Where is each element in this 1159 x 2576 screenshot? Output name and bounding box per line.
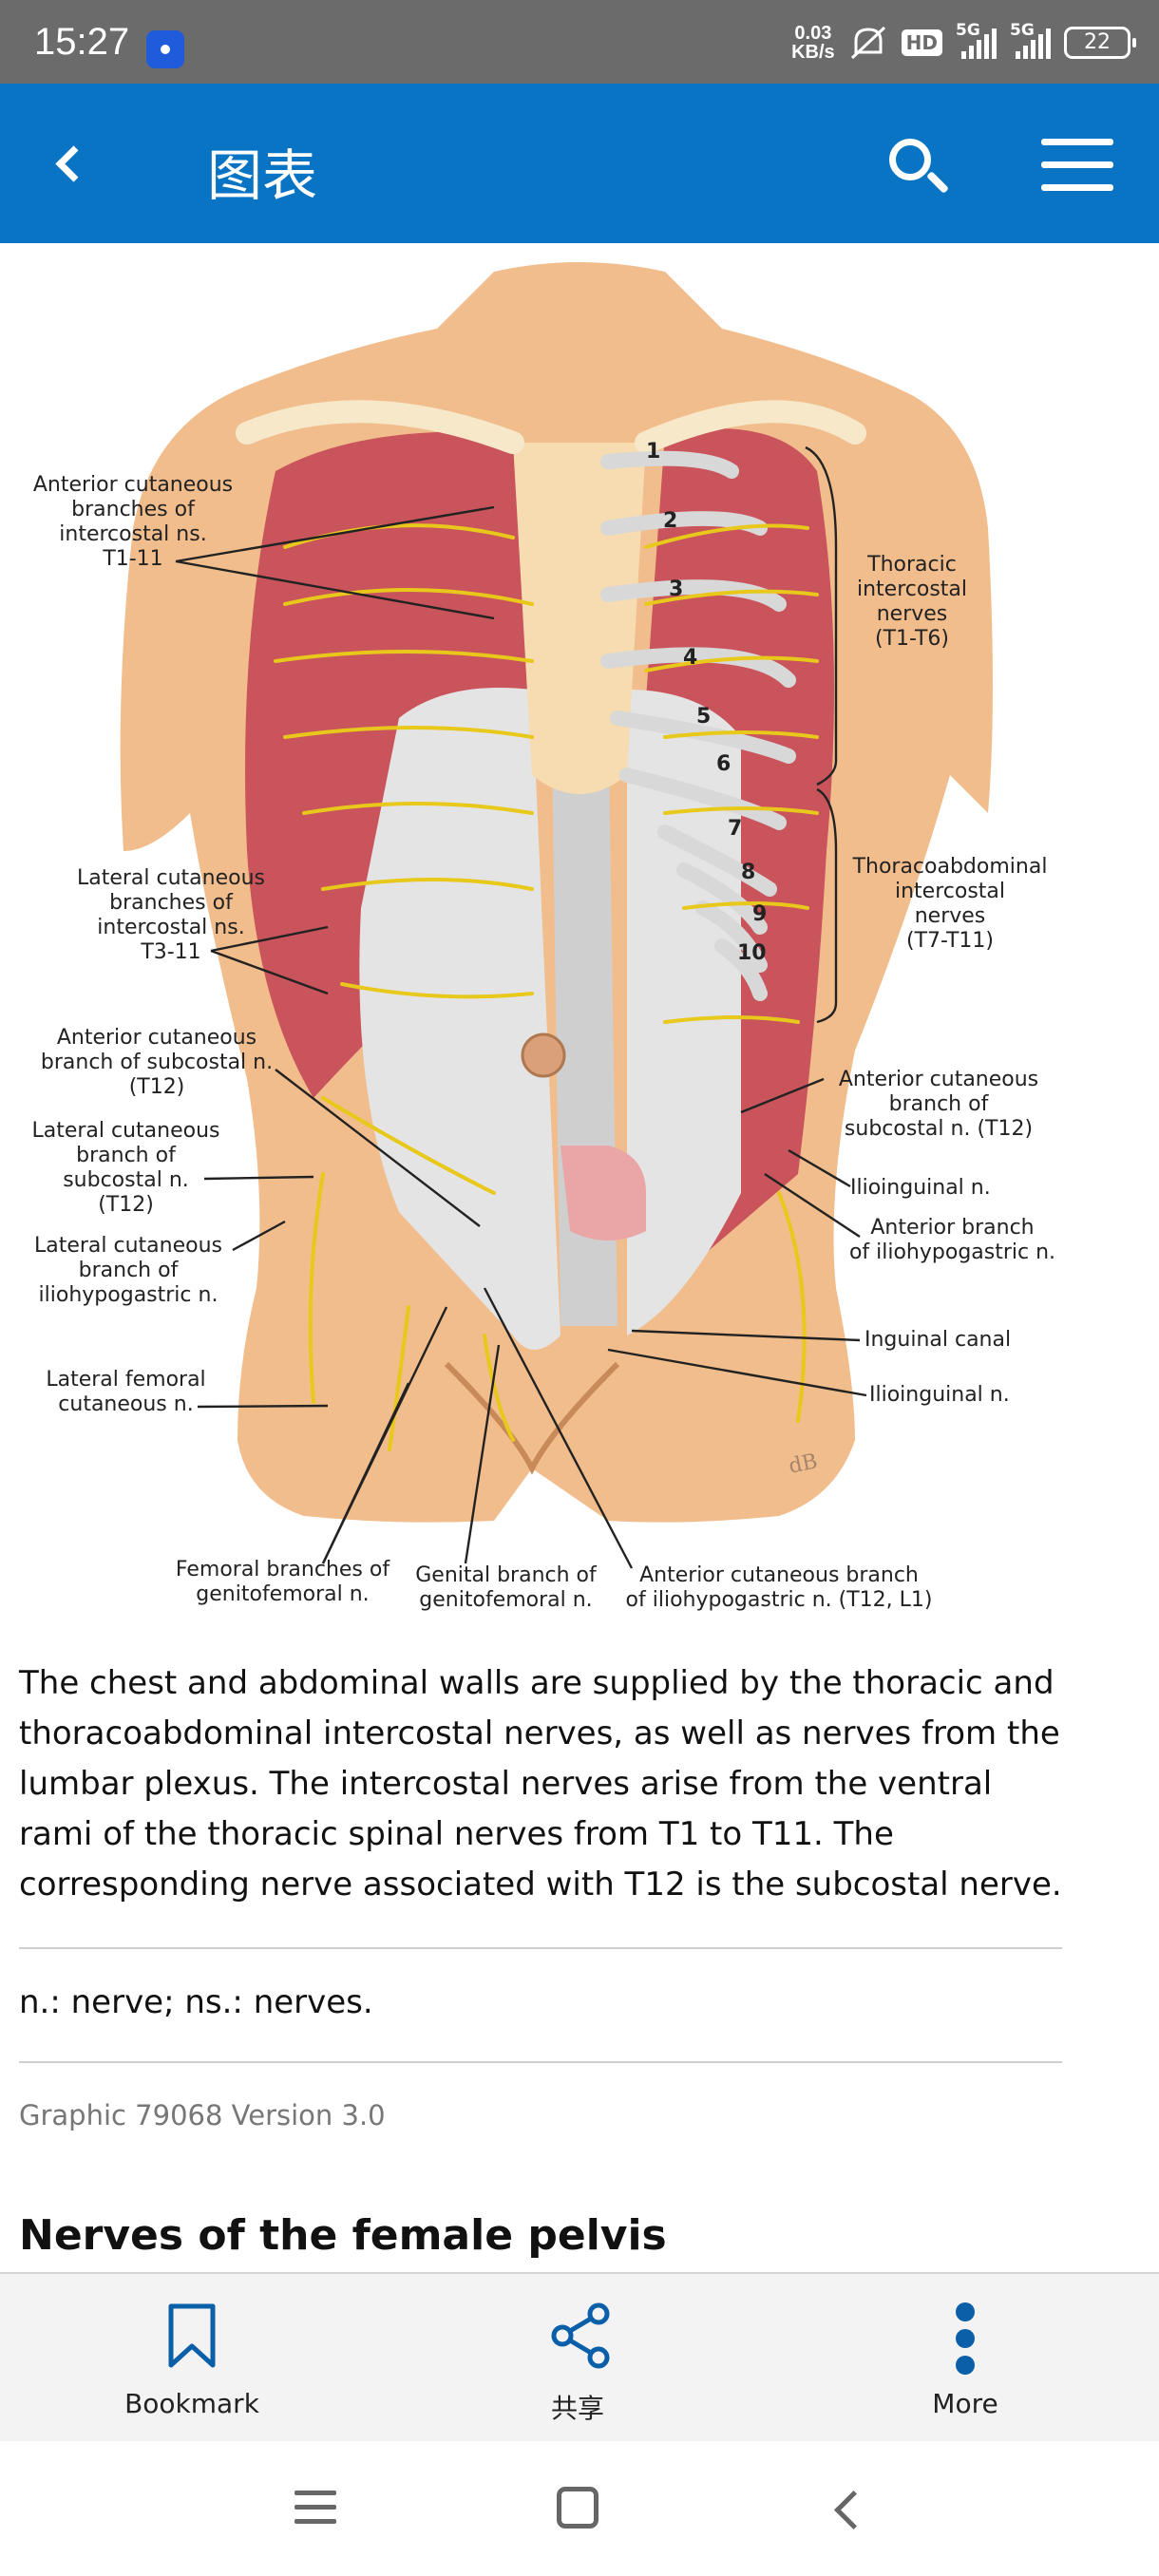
rib-number: 3 — [669, 578, 684, 601]
page-title: 图表 — [207, 143, 318, 208]
more-vertical-icon — [954, 2302, 977, 2375]
label-femoral-branches: Femoral branches of genitofemoral n. — [175, 1558, 390, 1606]
signal-label: 5G — [1010, 21, 1035, 40]
rib-number: 8 — [741, 861, 756, 884]
label-lateral-cutaneous-subcostal: Lateral cutaneous branch of subcostal n.… — [31, 1119, 220, 1217]
rib-number: 9 — [752, 902, 768, 926]
abbreviations: n.: nerve; ns.: nerves. — [19, 1983, 373, 2021]
section-heading[interactable]: Nerves of the female pelvis — [19, 2211, 667, 2260]
nav-back-button[interactable] — [826, 2489, 864, 2527]
network-speed-value: 0.03 — [794, 23, 832, 44]
label-anterior-cutaneous-subcostal-right: Anterior cutaneous branch of subcostal n… — [838, 1068, 1039, 1141]
bookmark-icon — [168, 2303, 216, 2368]
network-speed-unit: KB/s — [791, 42, 835, 63]
label-lateral-femoral-cutaneous: Lateral femoral cutaneous n. — [46, 1368, 206, 1416]
hd-badge: HD — [901, 29, 942, 56]
figure-description: The chest and abdominal walls are suppli… — [19, 1664, 1062, 1904]
label-thoracoabdominal-nerves: Thoracoabdominal intercostal nerves (T7-… — [852, 855, 1048, 953]
label-thoracic-intercostal-nerves: Thoracic intercostal nerves (T1-T6) — [856, 553, 967, 651]
rib-number: 1 — [646, 440, 661, 464]
nav-recents-button[interactable] — [294, 2489, 336, 2527]
back-button[interactable] — [38, 135, 95, 192]
bookmark-label: Bookmark — [124, 2388, 259, 2419]
label-ilioinguinal-lower: Ilioinguinal n. — [869, 1383, 1010, 1407]
hotspot-icon — [146, 30, 184, 68]
more-label: More — [932, 2388, 998, 2419]
app-bar: 图表 — [0, 84, 1159, 243]
label-lateral-cutaneous-iliohypogastric: Lateral cutaneous branch of iliohypogast… — [33, 1234, 223, 1307]
label-inguinal-canal: Inguinal canal — [864, 1328, 1012, 1352]
divider — [19, 1947, 1062, 1949]
rib-number: 2 — [663, 509, 678, 533]
nav-home-button[interactable] — [557, 2487, 598, 2529]
rib-number: 4 — [683, 646, 698, 670]
signal-icon: 5G — [1010, 21, 1051, 59]
signal-label: 5G — [956, 21, 980, 40]
label-anterior-cutaneous-subcostal-left: Anterior cutaneous branch of subcostal n… — [40, 1026, 274, 1099]
label-anterior-cutaneous-iliohypogastric: Anterior cutaneous branch of iliohypogas… — [625, 1563, 933, 1612]
share-label: 共享 — [550, 2393, 604, 2424]
bottom-toolbar: Bookmark 共享 More — [0, 2272, 1159, 2441]
mute-icon — [850, 26, 885, 60]
svg-text:dB: dB — [787, 1449, 820, 1479]
search-button[interactable] — [884, 135, 950, 201]
system-nav-bar — [0, 2441, 1159, 2576]
rib-number: 10 — [737, 941, 767, 965]
network-speed: 0.03 KB/s — [791, 24, 835, 62]
search-icon — [889, 139, 931, 180]
label-ilioinguinal-upper: Ilioinguinal n. — [850, 1176, 991, 1200]
label-anterior-cutaneous-branches: Anterior cutaneous branches of intercost… — [32, 473, 234, 571]
status-time: 15:27 — [34, 21, 130, 63]
signal-icon: 5G — [956, 21, 997, 59]
torso-illustration: dB — [120, 262, 993, 1569]
status-bar: 15:27 0.03 KB/s HD 5G 5G 22 — [0, 0, 1159, 84]
label-lateral-cutaneous-branches: Lateral cutaneous branches of intercosta… — [76, 866, 266, 964]
battery-icon: 22 — [1064, 27, 1136, 59]
rib-number: 6 — [716, 752, 732, 776]
rib-number: 5 — [696, 705, 712, 729]
status-indicators: 0.03 KB/s HD 5G 5G 22 — [791, 19, 1136, 66]
graphic-version: Graphic 79068 Version 3.0 — [19, 2099, 386, 2131]
menu-button[interactable] — [1041, 137, 1117, 194]
share-icon — [551, 2302, 610, 2369]
anatomy-figure: dB 1 2 3 4 5 6 7 8 9 10 Anterior cutaneo… — [0, 243, 1159, 1630]
rib-number: 7 — [728, 817, 743, 841]
divider — [19, 2061, 1062, 2063]
label-anterior-branch-iliohypogastric: Anterior branch of iliohypogastric n. — [848, 1216, 1056, 1264]
label-genital-branch: Genital branch of genitofemoral n. — [415, 1563, 597, 1612]
